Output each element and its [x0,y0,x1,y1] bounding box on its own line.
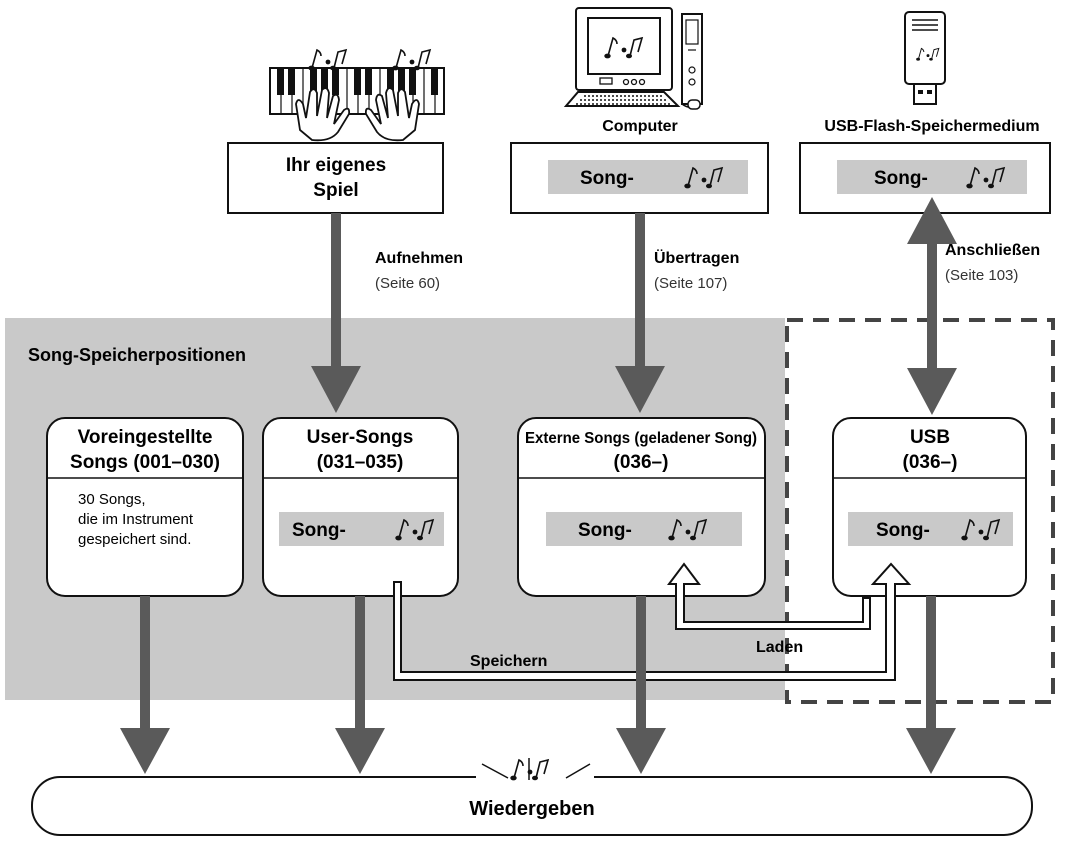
external-title1: Externe Songs (geladener Song) [525,430,757,447]
record-label: Aufnehmen [375,250,463,267]
usb-song-label-bg [848,512,1013,546]
usb-title1: USB [910,427,950,448]
external-song-label-bg [546,512,742,546]
computer-song-label: Song- [580,168,634,189]
usb-flash-caption: USB-Flash-Speichermedium [824,118,1039,135]
user-song-label-bg [279,512,444,546]
usb-area-dashed-border [785,318,1055,704]
connect-page: (Seite 103) [945,267,1018,284]
record-arrow-shaft [331,213,341,373]
user-title2: (031–035) [317,452,404,473]
playback-sound-icon [481,758,591,782]
computer-song-label-bg [548,160,748,194]
keyboard-hands-icon [269,49,445,142]
memory-area-title: Song-Speicherpositionen [28,345,246,365]
preset-play-arrow-shaft [140,596,150,736]
connect-label: Anschließen [945,242,1040,259]
own-play-box [227,142,444,214]
external-play-arrow-head [616,728,666,774]
usb-flash-song-label-bg [837,160,1027,194]
own-play-line2: Spiel [313,180,358,201]
connect-arrow-shaft [927,240,937,374]
transfer-arrow-head [615,366,665,413]
load-arrow-outline [667,562,871,630]
usb-stick-icon [904,11,946,105]
save-arrow-outline [393,562,912,681]
preset-desc3: gespeichert sind. [78,531,191,548]
save-label: Speichern [470,653,547,670]
transfer-arrow-shaft [635,213,645,373]
preset-play-arrow-head [120,728,170,774]
user-title1: User-Songs [307,427,414,448]
connect-arrow-head-up [907,197,957,244]
user-play-arrow-head [335,728,385,774]
load-label: Laden [756,639,803,656]
own-play-line1: Ihr eigenes [286,155,386,176]
transfer-label: Übertragen [654,248,739,267]
user-play-arrow-shaft [355,596,365,736]
connect-arrow-head-down [907,368,957,415]
transfer-page: (Seite 107) [654,275,727,292]
usb-song-label: Song- [876,520,930,541]
preset-desc2: die im Instrument [78,511,194,528]
preset-title1: Voreingestellte [78,427,213,448]
usb-play-arrow-shaft [926,596,936,736]
preset-title2: Songs (001–030) [70,452,220,473]
preset-desc1: 30 Songs, [78,491,146,508]
computer-icon [563,7,703,110]
user-song-label: Song- [292,520,346,541]
record-page: (Seite 60) [375,275,440,292]
playback-label: Wiedergeben [469,798,594,820]
computer-caption: Computer [602,118,678,135]
external-title2: (036–) [614,452,669,473]
record-arrow-head [311,366,361,413]
external-play-arrow-shaft [636,596,646,736]
usb-title2: (036–) [903,452,958,473]
external-song-label: Song- [578,520,632,541]
usb-play-arrow-head [906,728,956,774]
usb-flash-song-label: Song- [874,168,928,189]
